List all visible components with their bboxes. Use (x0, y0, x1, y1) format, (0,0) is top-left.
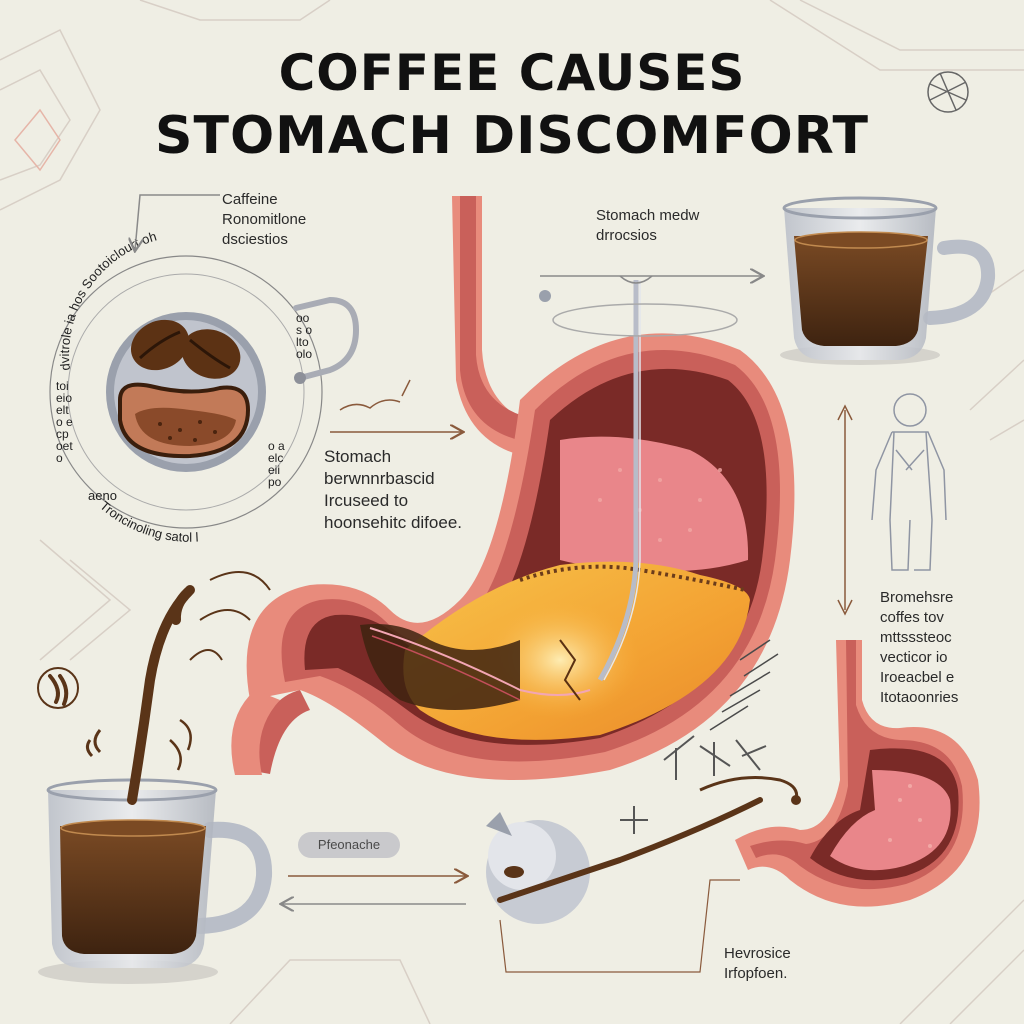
label-stomach-acid-line: hoonsehitc difoee. (324, 513, 462, 532)
ring-text-right: oos o ltoolo (296, 311, 313, 361)
title-line-2: STOMACH DISCOMFORT (155, 106, 869, 166)
pfeonache-pill: Pfeonache (298, 832, 400, 858)
stomach-small (735, 640, 980, 907)
label-stomach-acid: Stomach berwnnrbascid Ircuseed to hoonse… (324, 446, 462, 534)
label-promehsre-line: vecticor io (880, 649, 948, 666)
caffeine-connector (135, 194, 220, 250)
heat-lines (709, 639, 779, 731)
label-caffeine-line: dsciestios (222, 231, 288, 248)
squiggle-mark (339, 379, 411, 411)
label-promehsre-line: Bromehsre (880, 589, 954, 606)
label-stomach-acid-line: Stomach (324, 447, 392, 466)
ring-text-left: toi eioelto ecpoeto (56, 379, 73, 465)
label-heviosice-line: Irfopfoen. (724, 965, 788, 982)
ring-text-bottom-left: aeno (88, 488, 117, 503)
citrus-icon (927, 71, 969, 113)
label-stomach-medw-line: Stomach medw (596, 207, 700, 224)
coffee-bean-ring (49, 255, 360, 529)
ring-text-bottom-right: o aelceiipo (268, 439, 285, 489)
label-promehsre: Bromehsre coffes tov mttsssteoc vecticor… (880, 588, 958, 708)
label-heviosice: Hevrosice Irfopfoen. (724, 944, 791, 984)
label-stomach-medw: Stomach medw drrocsios (596, 206, 699, 246)
label-stomach-acid-line: Ircuseed to (324, 491, 409, 510)
sphere-drip (486, 776, 801, 924)
label-caffeine-line: Ronomitlone (222, 211, 307, 228)
label-promehsre-line: mttsssteoc (880, 629, 952, 646)
probe-ring (539, 276, 762, 337)
coffee-cup-bottom-left (38, 778, 273, 984)
bean-badge-icon (37, 667, 79, 709)
bottom-connector (499, 879, 740, 973)
label-stomach-medw-line: drrocsios (596, 227, 657, 244)
label-heviosice-line: Hevrosice (724, 945, 791, 962)
stomach-main (231, 196, 795, 780)
title-line-1: COFFEE CAUSES (278, 44, 746, 102)
vertical-double-arrow (837, 404, 853, 616)
label-caffeine: Caffeine Ronomitlone dsciestios (222, 190, 306, 250)
label-stomach-acid-line: berwnnrbascid (324, 469, 435, 488)
coffee-cup-top-right (780, 196, 996, 365)
coffee-pour-stream (85, 571, 271, 805)
human-figure-icon (871, 393, 947, 571)
label-promehsre-line: coffes tov (880, 609, 944, 626)
cross-marks (620, 735, 767, 834)
label-caffeine-line: Caffeine (222, 191, 278, 208)
label-promehsre-line: Iroeacbel e (880, 669, 955, 686)
label-promehsre-line: Itotaoonries (880, 689, 959, 706)
